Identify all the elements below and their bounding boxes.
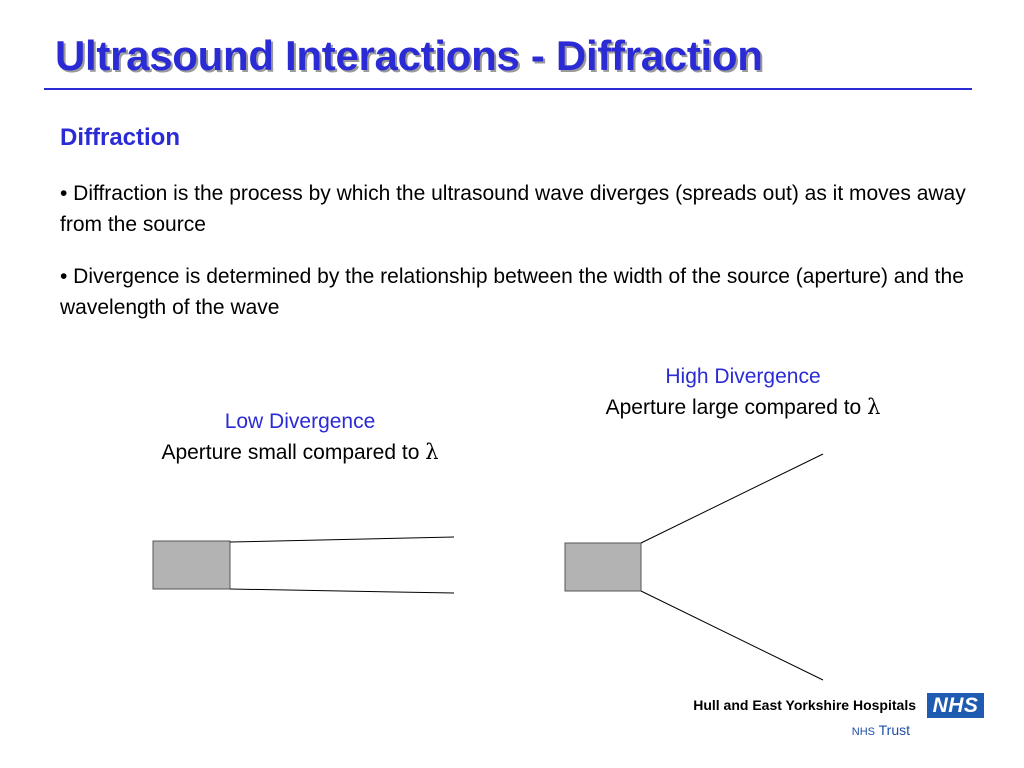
- low-divergence-beam-lower-edge: [229, 588, 455, 594]
- trust-word: Trust: [878, 722, 910, 738]
- high-divergence-heading: High Divergence: [665, 365, 821, 388]
- high-divergence-beam-upper-edge: [640, 453, 824, 544]
- slide-title: Ultrasound Interactions - Diffraction: [55, 32, 763, 79]
- low-divergence-text: Aperture small compared to: [161, 441, 420, 464]
- title-underline: [44, 88, 972, 90]
- bullet-diffraction-definition: • Diffraction is the process by which th…: [60, 182, 966, 236]
- section-heading: Diffraction: [60, 124, 180, 151]
- high-divergence-caption: High Divergence Aperture large compared …: [553, 361, 933, 423]
- high-divergence-diagram: [564, 453, 824, 681]
- trust-label: NHS Trust: [740, 722, 910, 738]
- small-aperture-source: [152, 540, 231, 590]
- low-divergence-diagram: [152, 536, 455, 594]
- low-divergence-heading: Low Divergence: [224, 410, 376, 433]
- lambda-symbol: λ: [867, 395, 881, 419]
- large-aperture-source: [564, 542, 642, 592]
- high-divergence-description: Aperture large compared to λ: [553, 392, 933, 423]
- high-divergence-text: Aperture large compared to: [605, 396, 862, 419]
- trust-prefix: NHS: [851, 726, 875, 738]
- low-divergence-caption: Low Divergence Aperture small compared t…: [120, 406, 480, 468]
- nhs-logo: NHS: [927, 693, 984, 718]
- bullet-divergence-determinant: • Divergence is determined by the relati…: [60, 265, 964, 319]
- high-divergence-beam-lower-edge: [640, 590, 824, 681]
- hospital-name: Hull and East Yorkshire Hospitals: [693, 697, 916, 713]
- low-divergence-description: Aperture small compared to λ: [120, 437, 480, 468]
- lambda-symbol: λ: [425, 440, 439, 464]
- low-divergence-beam-upper-edge: [229, 536, 455, 543]
